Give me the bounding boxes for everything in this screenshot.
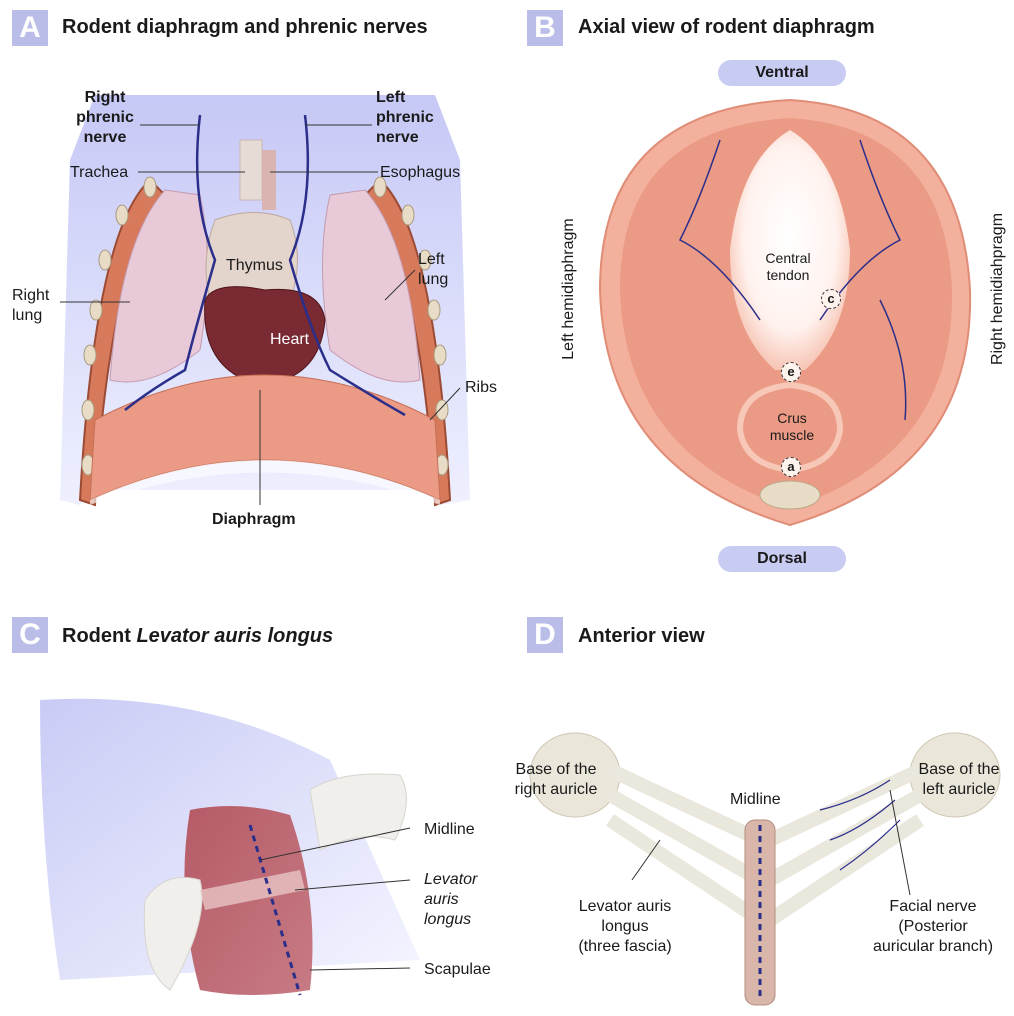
facial-nerve-label: Facial nerve (Posterior auricular branch… bbox=[868, 897, 998, 957]
esophagus-shape bbox=[262, 150, 276, 210]
levator-label-d: Levator auris longus (three fascia) bbox=[560, 897, 690, 957]
right-phrenic-line3: nerve bbox=[72, 128, 138, 148]
facial-nerve-line2: (Posterior bbox=[868, 917, 998, 937]
central-tendon-label: Central tendon bbox=[748, 250, 828, 284]
right-phrenic-line1: Right bbox=[72, 88, 138, 108]
levator-c-line3: longus bbox=[424, 910, 477, 930]
left-phrenic-label: Left phrenic nerve bbox=[376, 88, 434, 148]
left-lung-line2: lung bbox=[418, 270, 448, 290]
base-right-auricle-label: Base of the right auricle bbox=[505, 760, 607, 800]
right-lung-label: Right lung bbox=[12, 286, 49, 326]
right-phrenic-label: Right phrenic nerve bbox=[72, 88, 138, 148]
levator-label-c: Levator auris longus bbox=[424, 870, 477, 930]
base-left-auricle-label: Base of the left auricle bbox=[908, 760, 1010, 800]
midline-label-c: Midline bbox=[424, 820, 475, 840]
left-hemidiaphragm-label: Left hemidiaphragm bbox=[560, 214, 578, 364]
right-phrenic-line2: phrenic bbox=[72, 108, 138, 128]
marker-e: e bbox=[781, 362, 801, 382]
central-tendon-line1: Central bbox=[748, 250, 828, 267]
base-right-line2: right auricle bbox=[505, 780, 607, 800]
crus-muscle-line2: muscle bbox=[752, 427, 832, 444]
crus-muscle-label: Crus muscle bbox=[752, 410, 832, 444]
base-left-line1: Base of the bbox=[908, 760, 1010, 780]
levator-d-line1: Levator auris bbox=[560, 897, 690, 917]
panel-a-drawing bbox=[60, 95, 470, 505]
facial-nerve-line3: auricular branch) bbox=[868, 937, 998, 957]
vertebra-shape bbox=[760, 481, 820, 509]
left-phrenic-line3: nerve bbox=[376, 128, 434, 148]
panel-c-drawing bbox=[40, 699, 420, 995]
right-lung-line2: lung bbox=[12, 306, 49, 326]
scapulae-label-c: Scapulae bbox=[424, 960, 491, 980]
left-lung-label: Left lung bbox=[418, 250, 448, 290]
levator-d-line2: longus bbox=[560, 917, 690, 937]
levator-c-line1: Levator bbox=[424, 870, 477, 890]
marker-a: a bbox=[781, 457, 801, 477]
base-right-line1: Base of the bbox=[505, 760, 607, 780]
esophagus-label: Esophagus bbox=[380, 163, 460, 183]
left-lung-line1: Left bbox=[418, 250, 448, 270]
dorsal-pill: Dorsal bbox=[718, 546, 846, 572]
crus-muscle-line1: Crus bbox=[752, 410, 832, 427]
facial-nerve-line1: Facial nerve bbox=[868, 897, 998, 917]
left-phrenic-line2: phrenic bbox=[376, 108, 434, 128]
levator-c-line2: auris bbox=[424, 890, 477, 910]
heart-label: Heart bbox=[270, 330, 309, 350]
right-hemidiaphragm-label: Right hemidiahpragm bbox=[989, 209, 1007, 369]
right-lung-line1: Right bbox=[12, 286, 49, 306]
left-phrenic-line1: Left bbox=[376, 88, 434, 108]
midline-label-d: Midline bbox=[730, 790, 781, 810]
base-left-line2: left auricle bbox=[908, 780, 1010, 800]
trachea-shape bbox=[240, 140, 262, 200]
ribs-label: Ribs bbox=[465, 378, 497, 398]
ventral-pill: Ventral bbox=[718, 60, 846, 86]
three-fascia-line: (three fascia) bbox=[560, 937, 690, 957]
diaphragm-label: Diaphragm bbox=[212, 510, 296, 530]
thymus-label: Thymus bbox=[226, 256, 283, 276]
central-tendon-line2: tendon bbox=[748, 267, 828, 284]
trachea-label: Trachea bbox=[70, 163, 128, 183]
marker-c: c bbox=[821, 289, 841, 309]
